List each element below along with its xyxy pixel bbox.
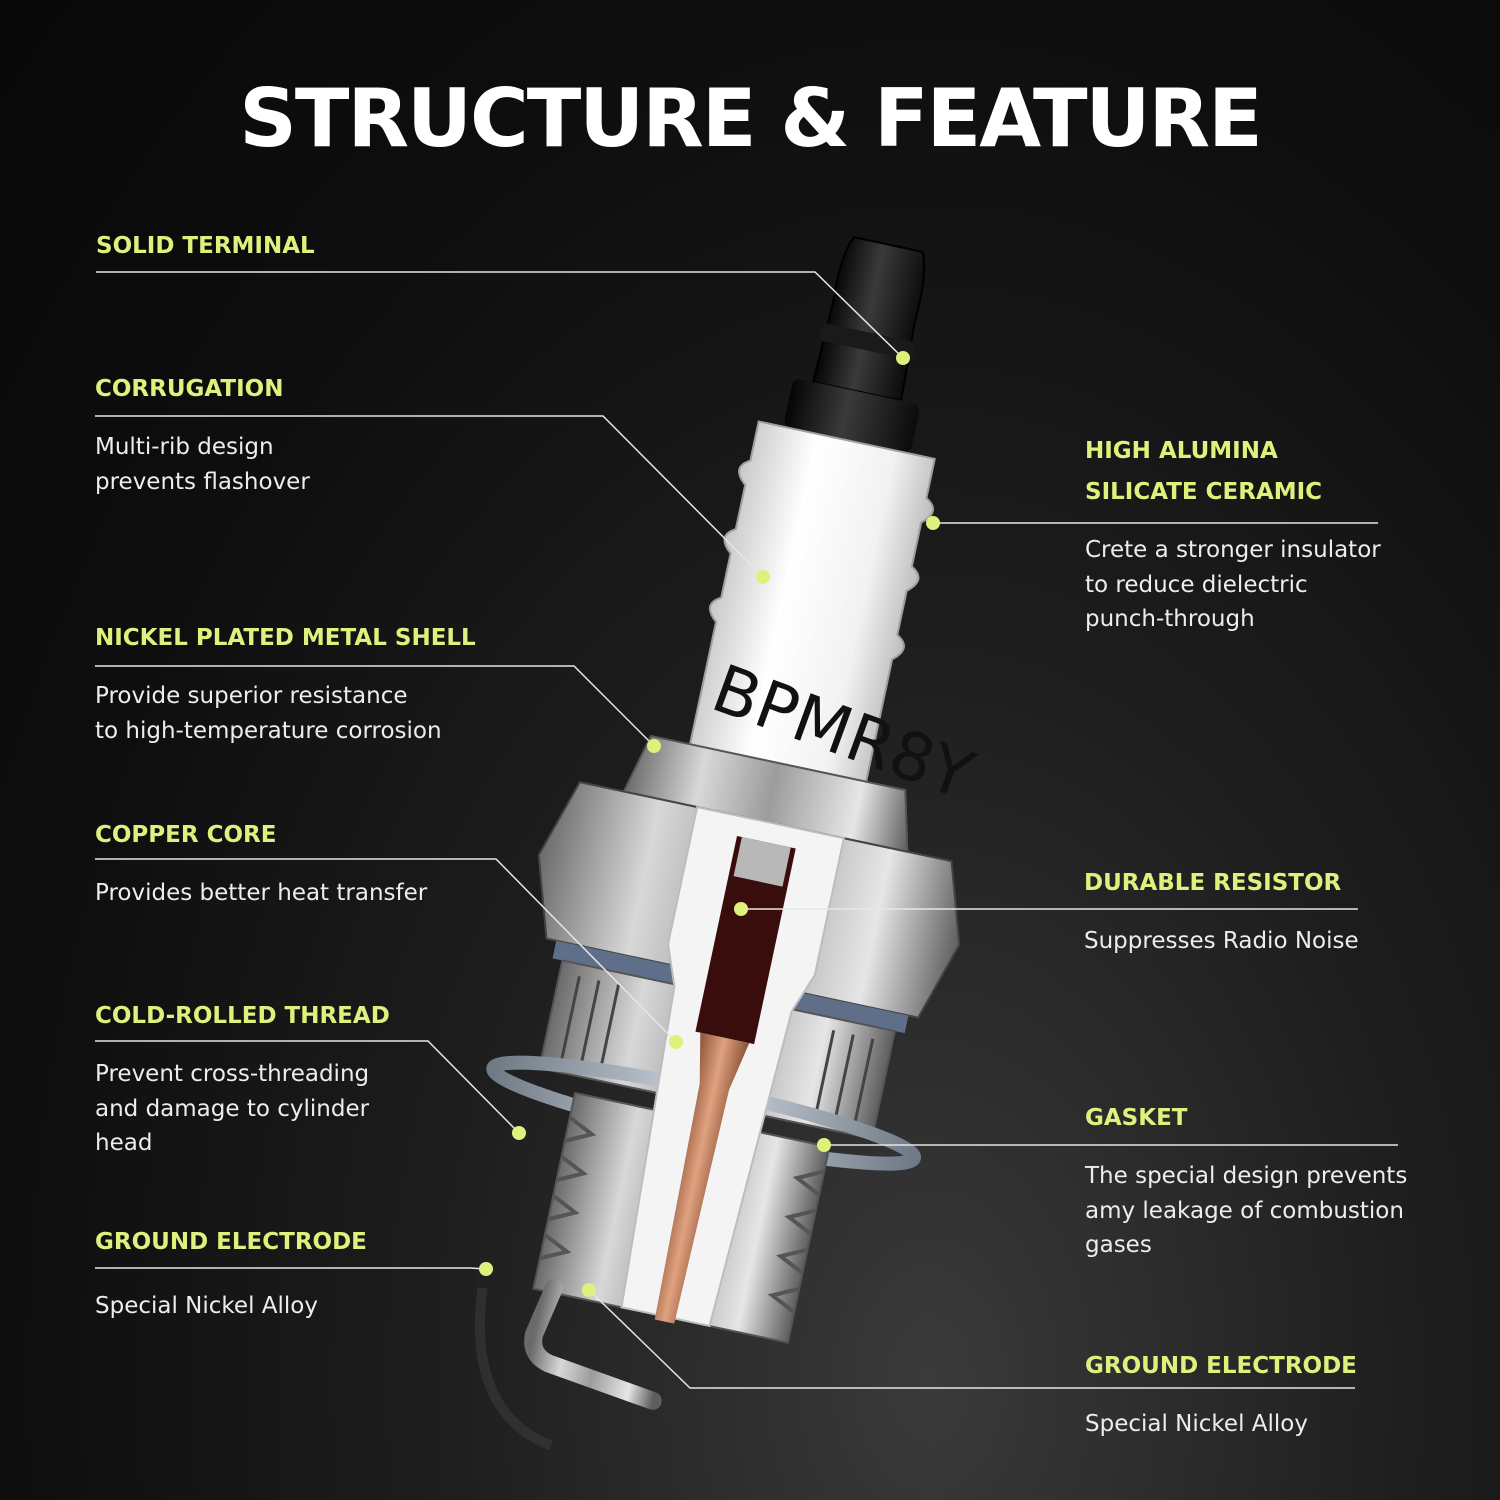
leader-lines xyxy=(95,271,1398,1389)
callout-ground-electrode-left: GROUND ELECTRODE Special Nickel Alloy xyxy=(95,1222,455,1324)
resistor-core xyxy=(695,836,796,1045)
callout-label: GROUND ELECTRODE xyxy=(1085,1353,1357,1379)
marker-dot-solid-terminal xyxy=(896,351,910,365)
thread-lines xyxy=(539,1115,825,1314)
page-title: STRUCTURE & FEATURE xyxy=(239,72,1263,165)
spark-plug: BPMR8Y xyxy=(474,236,984,1451)
callout-description: Prevent cross-threading and damage to cy… xyxy=(95,1061,370,1156)
callout-high-alumina-ceramic: HIGH ALUMINA SILICATE CERAMIC Crete a st… xyxy=(1085,431,1425,637)
terminal-rib xyxy=(820,323,916,360)
callout-description: Provides better heat transfer xyxy=(95,880,428,906)
ground-electrode-wire xyxy=(524,1278,662,1410)
marker-dots xyxy=(479,351,940,1297)
callout-label: COPPER CORE xyxy=(95,822,277,848)
callout-label-line-1: HIGH ALUMINA xyxy=(1085,438,1278,464)
plug-reflection xyxy=(474,1287,554,1451)
marker-dot-ceramic xyxy=(926,516,940,530)
callout-label: COLD-ROLLED THREAD xyxy=(95,1003,390,1029)
marker-dot-metal-shell xyxy=(647,739,661,753)
callout-copper-core: COPPER CORE Provides better heat transfe… xyxy=(95,815,575,911)
callout-gasket: GASKET The special design prevents amy l… xyxy=(1085,1098,1465,1263)
callout-label: CORRUGATION xyxy=(95,376,284,402)
callout-description: Crete a stronger insulator to reduce die… xyxy=(1085,537,1381,632)
marker-dot-ground-electrode-right xyxy=(582,1283,596,1297)
callout-description: Special Nickel Alloy xyxy=(95,1293,318,1319)
callout-description: Suppresses Radio Noise xyxy=(1084,928,1359,954)
knurl-lines xyxy=(560,975,875,1123)
callout-ground-electrode-right: GROUND ELECTRODE Special Nickel Alloy xyxy=(1085,1346,1425,1442)
callout-label-line-2: SILICATE CERAMIC xyxy=(1085,479,1323,505)
callout-description: Multi-rib design prevents flashover xyxy=(95,434,310,495)
marker-dot-copper-core xyxy=(669,1035,683,1049)
callout-label: GASKET xyxy=(1085,1105,1188,1131)
marker-dot-thread xyxy=(512,1126,526,1140)
callout-label: GROUND ELECTRODE xyxy=(95,1229,367,1255)
marker-dot-resistor xyxy=(734,902,748,916)
resistor-spring xyxy=(733,837,791,887)
callout-description: Special Nickel Alloy xyxy=(1085,1411,1308,1437)
marker-dot-gasket xyxy=(817,1138,831,1152)
callout-description: The special design prevents amy leakage … xyxy=(1085,1163,1408,1258)
marker-dot-corrugation xyxy=(756,570,770,584)
callout-nickel-plated-metal-shell: NICKEL PLATED METAL SHELL Provide superi… xyxy=(95,618,565,748)
callout-label: SOLID TERMINAL xyxy=(96,233,315,259)
callout-label: NICKEL PLATED METAL SHELL xyxy=(95,625,476,651)
callout-corrugation: CORRUGATION Multi-rib design prevents fl… xyxy=(95,369,595,499)
callout-durable-resistor: DURABLE RESISTOR Suppresses Radio Noise xyxy=(1084,863,1424,959)
callout-cold-rolled-thread: COLD-ROLLED THREAD Prevent cross-threadi… xyxy=(95,996,515,1161)
callout-label: DURABLE RESISTOR xyxy=(1084,870,1342,896)
callout-solid-terminal: SOLID TERMINAL xyxy=(96,226,656,267)
callout-description: Provide superior resistance to high-temp… xyxy=(95,683,442,744)
terminal-cap xyxy=(811,236,926,402)
marker-dot-ground-electrode-left xyxy=(479,1262,493,1276)
copper-core xyxy=(654,1032,750,1324)
